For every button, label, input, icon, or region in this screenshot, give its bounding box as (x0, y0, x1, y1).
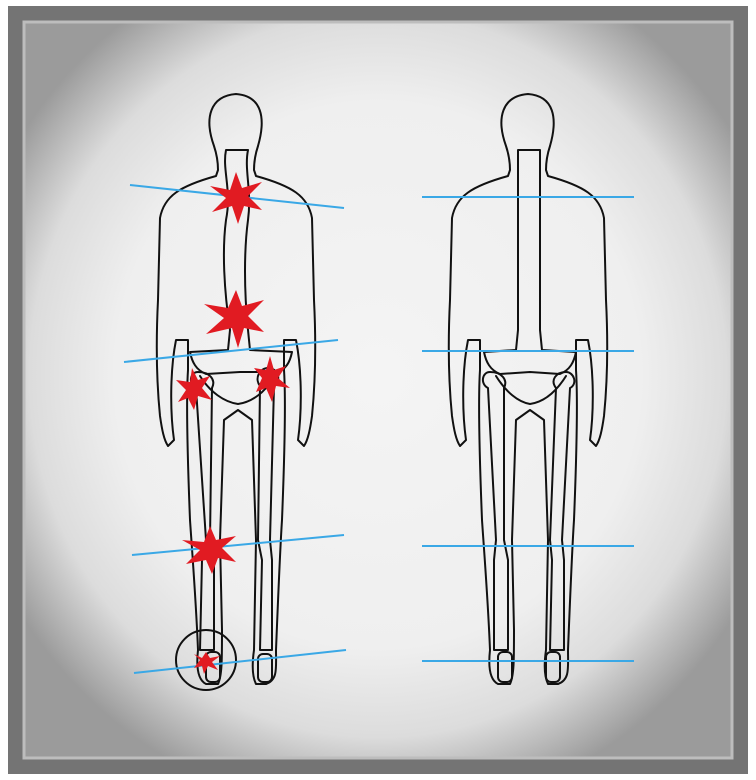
frame-panel (24, 22, 732, 758)
